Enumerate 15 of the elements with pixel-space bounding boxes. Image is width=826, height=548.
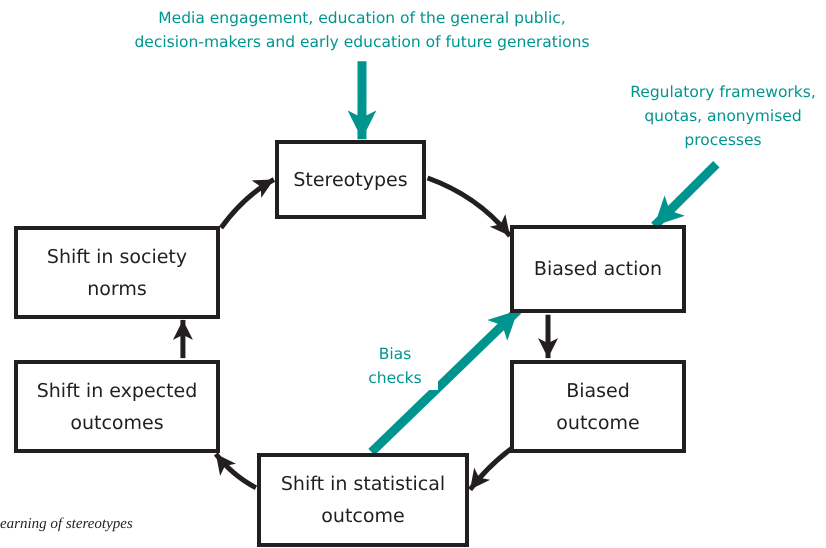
process-box: Shift in statistical outcome <box>257 453 469 547</box>
intervention-arrow <box>348 61 376 140</box>
cycle-arrow <box>219 177 276 230</box>
process-box: Shift in society norms <box>14 226 220 319</box>
cycle-arrow <box>172 320 193 358</box>
process-box: Biased outcome <box>510 360 686 453</box>
intervention-text: Regulatory frameworks, quotas, anonymised processes <box>629 82 817 151</box>
cycle-arrow <box>538 314 558 358</box>
figure-caption: earning of stereotypes <box>0 516 133 533</box>
intervention-text: Media engagement, education of the general public, decision-makers and early education of future generations <box>133 8 591 53</box>
cycle-arrow <box>426 176 512 238</box>
process-box: Biased action <box>510 225 686 313</box>
process-box: Stereotypes <box>275 140 426 219</box>
process-box: Shift in expected outcomes <box>14 360 220 453</box>
cycle-arrow <box>214 452 258 490</box>
